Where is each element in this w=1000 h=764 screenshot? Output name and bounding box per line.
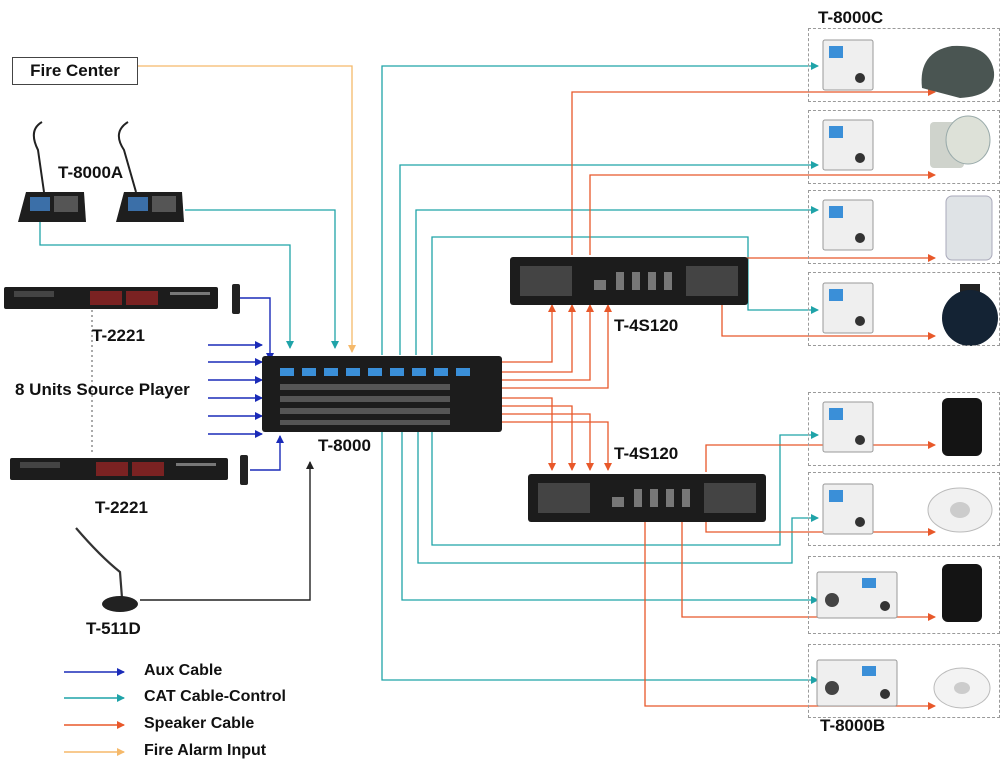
mic-label: T-511D [86,619,141,638]
zone-1 [808,28,1000,102]
zone-4 [808,272,1000,346]
mic-cable [140,461,314,601]
zone-6 [808,472,1000,546]
fire-center-label: Fire Center [12,57,138,85]
amplifier-bottom [528,474,766,522]
panel-c-label: T-8000C [818,8,884,27]
player-top-label: T-2221 [92,326,145,345]
control-panels [816,39,898,707]
gooseneck-mic [75,527,138,612]
legend-speaker-label: Speaker Cable [144,715,255,732]
legend-aux-label: Aux Cable [144,662,223,679]
amp-top-label: T-4S120 [614,316,679,335]
zone-8 [808,644,1000,718]
zone-5 [808,392,1000,466]
player-bottom-label: T-2221 [95,498,148,517]
aux-cables [208,297,284,471]
zone-2 [808,110,1000,184]
paging-console-1 [18,121,86,222]
legend-fire-label: Fire Alarm Input [144,742,267,759]
cat-cables [39,62,819,684]
amplifier-top [510,257,748,305]
console-label: T-8000A [58,163,124,182]
speakers [921,45,998,709]
amp-bottom-label: T-4S120 [614,444,679,463]
matrix-unit [262,356,502,432]
source-player-bottom [10,455,248,485]
legend-cat-label: CAT Cable-Control [144,688,286,705]
matrix-label: T-8000 [318,436,371,455]
paging-console-2 [116,121,184,222]
legend-lines [64,668,125,756]
fire-alarm-line [136,65,356,353]
panel-b-label: T-8000B [820,716,886,735]
zone-7 [808,556,1000,634]
source-player-top [4,284,240,314]
zone-3 [808,190,1000,264]
source-player-label: 8 Units Source Player [15,380,190,399]
